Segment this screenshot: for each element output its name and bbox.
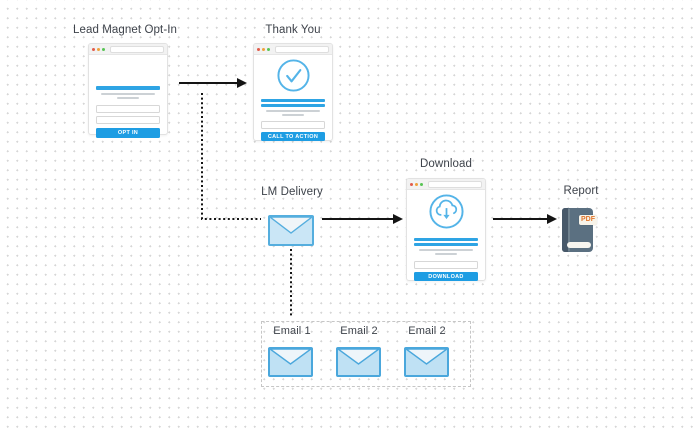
email-label[interactable]: Email 2 <box>408 325 446 337</box>
text-placeholder <box>419 248 473 251</box>
form-field-placeholder <box>96 105 160 113</box>
text-placeholder <box>266 109 320 112</box>
email-sequence-group[interactable] <box>261 321 471 387</box>
browser-dot-orange-icon <box>262 47 265 51</box>
form-field-placeholder <box>414 260 478 269</box>
book-spine <box>562 208 568 252</box>
envelope-icon <box>268 215 314 246</box>
pdf-badge: PDF <box>579 215 597 225</box>
node-title-thank-you[interactable]: Thank You <box>265 24 321 36</box>
connector-optin-to-thankyou[interactable] <box>179 78 247 88</box>
text-placeholder <box>435 252 457 255</box>
node-lead-magnet-page[interactable]: OPT IN <box>88 43 168 138</box>
browser-dot-orange-icon <box>97 47 100 51</box>
opt-in-button: OPT IN <box>96 128 160 138</box>
email-label[interactable]: Email 1 <box>273 325 311 337</box>
node-report-book[interactable]: PDF <box>562 208 597 252</box>
call-to-action-button: CALL TO ACTION <box>261 131 325 141</box>
page-thumbnail-content: OPT IN <box>89 55 167 138</box>
form-field-placeholder <box>261 120 325 129</box>
form-field-placeholder <box>96 116 160 124</box>
node-thank-you-page[interactable]: CALL TO ACTION <box>253 43 333 141</box>
text-placeholder <box>117 97 139 99</box>
headline-placeholder <box>96 86 160 90</box>
node-download-page[interactable]: DOWNLOAD <box>406 178 486 281</box>
node-title-lm-delivery[interactable]: LM Delivery <box>261 186 323 198</box>
envelope-icon <box>268 347 313 377</box>
browser-dot-orange-icon <box>415 182 418 186</box>
browser-dot-green-icon <box>420 182 423 186</box>
node-lm-delivery-email[interactable] <box>268 215 314 246</box>
browser-topbar <box>407 179 485 190</box>
node-email-2[interactable] <box>336 347 381 377</box>
browser-dot-green-icon <box>102 47 105 51</box>
text-placeholder <box>282 113 304 116</box>
connector-download-to-report[interactable] <box>493 214 557 224</box>
headline-placeholder <box>414 243 478 246</box>
headline-placeholder <box>261 104 325 107</box>
page-thumbnail-content: DOWNLOAD <box>407 190 485 281</box>
envelope-icon <box>336 347 381 377</box>
headline-placeholder <box>414 238 478 241</box>
cloud-download-icon <box>428 194 464 229</box>
node-title-download[interactable]: Download <box>420 158 472 170</box>
node-title-lead-magnet[interactable]: Lead Magnet Opt-In <box>72 24 178 36</box>
browser-url-bar <box>428 180 482 188</box>
book-pages <box>567 242 591 248</box>
headline-placeholder <box>261 99 325 102</box>
connector-lm-delivery-to-download[interactable] <box>322 214 403 224</box>
book-edge-highlight <box>568 209 570 251</box>
browser-dot-red-icon <box>92 47 95 51</box>
node-email-3[interactable] <box>404 347 449 377</box>
text-placeholder <box>101 92 155 95</box>
browser-dot-red-icon <box>257 47 260 51</box>
checkmark-circle-icon <box>276 59 310 92</box>
download-button: DOWNLOAD <box>414 271 478 281</box>
page-thumbnail-content: CALL TO ACTION <box>254 55 332 141</box>
browser-topbar <box>89 44 167 55</box>
email-label[interactable]: Email 2 <box>340 325 378 337</box>
browser-url-bar <box>110 45 164 53</box>
browser-topbar <box>254 44 332 55</box>
envelope-icon <box>404 347 449 377</box>
node-email-1[interactable] <box>268 347 313 377</box>
browser-dot-green-icon <box>267 47 270 51</box>
browser-dot-red-icon <box>410 182 413 186</box>
node-title-report[interactable]: Report <box>563 185 599 197</box>
browser-url-bar <box>275 45 329 53</box>
